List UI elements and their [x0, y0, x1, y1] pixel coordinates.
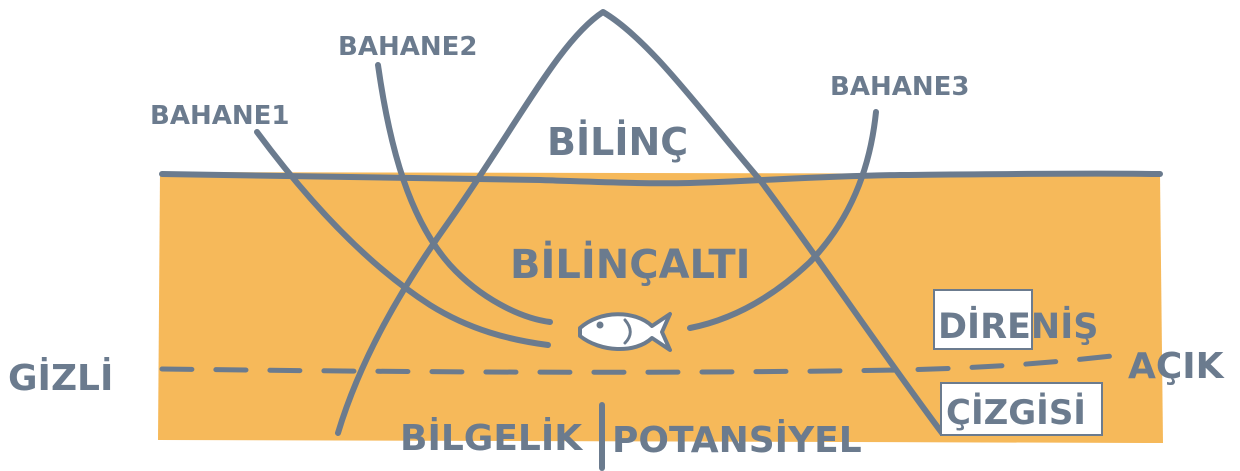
- excuse-1-label: BAHANE1: [150, 101, 289, 131]
- fish-icon: [578, 312, 672, 352]
- iceberg-outline: [335, 9, 945, 436]
- resistance-box-1: [933, 289, 1033, 350]
- resistance-line-1-label: DİRENİŞ: [938, 305, 1098, 347]
- subconscious-area: [158, 172, 1163, 443]
- excuse-3-label: BAHANE3: [830, 72, 969, 102]
- wisdom-label: BİLGELİK: [400, 417, 583, 459]
- resistance-line-2-label: ÇİZGİSİ: [946, 392, 1086, 433]
- subconscious-label: BİLİNÇALTI: [510, 240, 751, 288]
- excuse-curve-1: [254, 129, 551, 348]
- hidden-label: GİZLİ: [8, 357, 113, 399]
- conscious-label: BİLİNÇ: [547, 120, 688, 164]
- potential-label: POTANSİYEL: [612, 419, 862, 461]
- resistance-box-2: [940, 382, 1103, 436]
- surface-line: [159, 170, 1163, 187]
- open-label: AÇIK: [1128, 346, 1225, 387]
- excuse-curve-2: [375, 62, 553, 325]
- dashed-divider: [159, 353, 1115, 375]
- excuse-2-label: BAHANE2: [338, 32, 477, 62]
- excuse-curve-3: [687, 109, 879, 331]
